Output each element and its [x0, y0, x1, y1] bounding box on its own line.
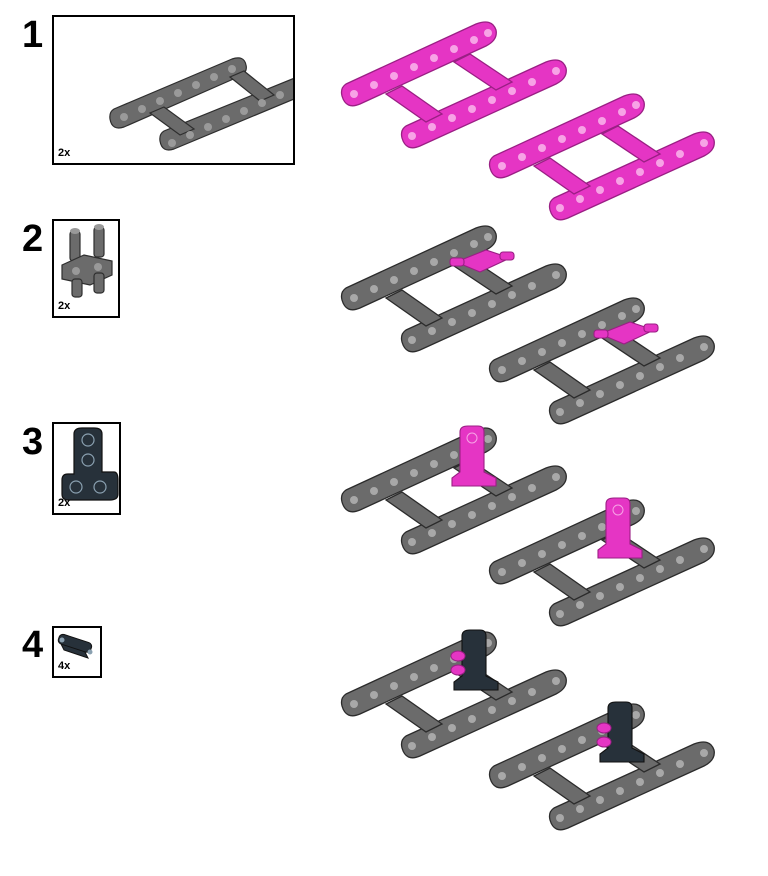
step2-frame-a: [340, 225, 567, 353]
parts-callout: 4x: [52, 626, 102, 678]
quantity-label: 2x: [58, 300, 71, 312]
step3-frame-b: [488, 499, 715, 627]
assembly-illustrations: [340, 21, 715, 831]
frame-icon: [109, 57, 293, 151]
parts-callout: 2x: [52, 422, 121, 515]
step-number: 4: [22, 624, 44, 666]
step3-frame-a: [340, 427, 567, 555]
step-number: 3: [22, 421, 44, 463]
parts-callout: 2x: [52, 219, 120, 318]
step1-frame-b: [488, 93, 715, 221]
step-number: 2: [22, 218, 44, 260]
step4-frame-a: [340, 631, 567, 759]
quantity-label: 2x: [58, 497, 71, 509]
quantity-label: 2x: [58, 147, 71, 159]
quantity-label: 4x: [58, 660, 71, 672]
axle-pin-icon: [57, 633, 93, 659]
step-number: 1: [22, 14, 44, 56]
step1-frame-a: [340, 21, 567, 149]
step2-frame-b: [488, 297, 715, 425]
parts-callout: 2x: [52, 15, 295, 165]
t-beam-icon: [61, 427, 119, 501]
pin-connector-icon: [61, 224, 113, 298]
